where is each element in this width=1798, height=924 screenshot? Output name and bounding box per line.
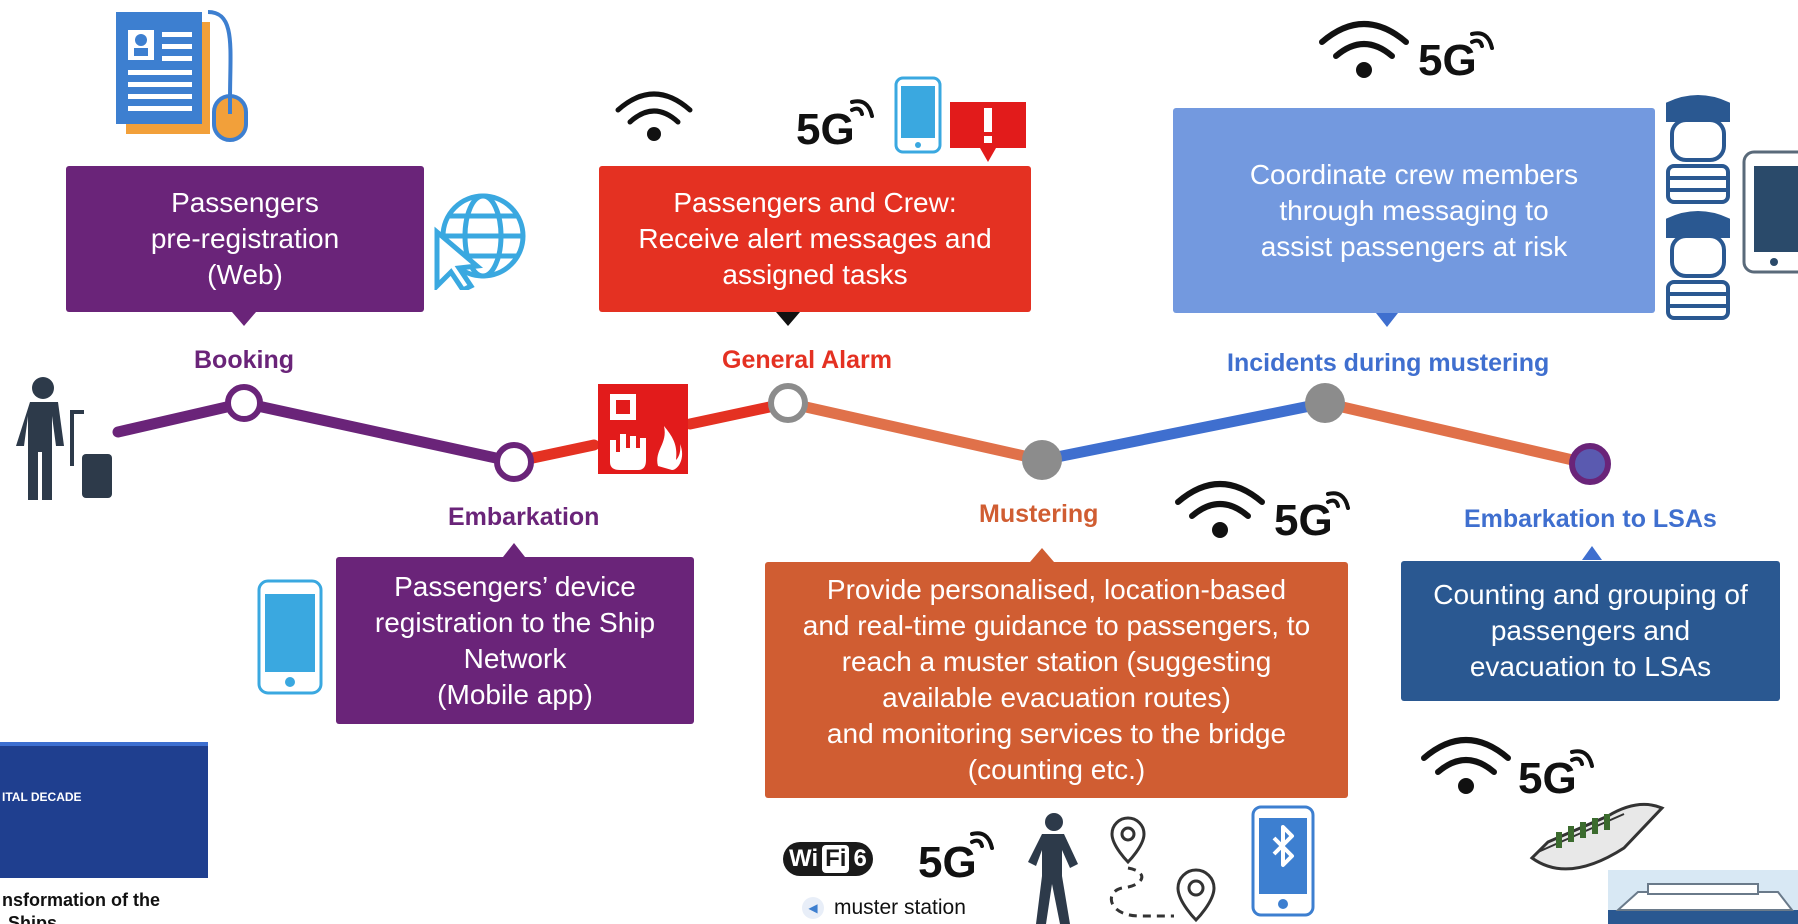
wifi6-six-text: 6 (853, 845, 867, 872)
box-guidance-line-1: Provide personalised, location-based (826, 574, 1287, 605)
box-device-registration-line-1: Passengers’ device (394, 570, 636, 602)
stage-label-incidents: Incidents during mustering (1227, 349, 1550, 377)
timeline-segment-embarkation (238, 397, 520, 468)
box-device-registration-line-3: Network (463, 642, 567, 674)
fiveg-signal-icon (850, 99, 874, 118)
bluetooth-phone-icon (1251, 805, 1315, 917)
pointer-alert (776, 312, 800, 326)
node-incidents (1305, 383, 1345, 423)
pointer-guidance (1030, 548, 1054, 562)
box-counting-line-2: passengers and (1490, 615, 1691, 646)
timeline-segment-lsa (1319, 397, 1596, 470)
timeline-segment-incidents (1036, 397, 1331, 466)
box-preregistration-line-1: Passengers (171, 187, 319, 218)
caption-line-2: Ships (8, 913, 58, 924)
wifi-icon-mustering (1175, 481, 1265, 538)
wifi6-wi-text: Wi (789, 845, 819, 872)
stage-label-general-alarm: General Alarm (722, 346, 892, 374)
box-guidance-line-6: (counting etc.) (967, 754, 1146, 785)
wifi-icon-lsa (1421, 737, 1511, 794)
fiveg-signal-icon-top (1470, 31, 1494, 50)
fiveg-label-mustering: 5G (1274, 496, 1333, 545)
fiveg-signal-icon-mustering (1326, 491, 1350, 510)
box-alert-line-3: assigned tasks (722, 259, 908, 290)
alert-message-icon (950, 102, 1026, 162)
node-mustering (1022, 440, 1062, 480)
fiveg-label-lsa: 5G (1518, 754, 1577, 803)
wifi6-fi-text: Fi (822, 845, 850, 873)
box-preregistration: Passengers pre-registration (Web) (66, 166, 424, 312)
pointer-device-registration (503, 543, 525, 557)
traveler-with-luggage-icon (16, 377, 112, 500)
cruise-ship-icon (1608, 870, 1798, 924)
banner: ITAL DECADE (0, 742, 208, 878)
pointer-counting (1582, 546, 1602, 560)
box-guidance-line-3: reach a muster station (suggesting (841, 646, 1272, 677)
node-embarkation (494, 442, 534, 482)
box-guidance-line-5: and monitoring services to the bridge (826, 718, 1287, 749)
crew-member-icon (1666, 95, 1730, 320)
box-device-registration-line-4: (Mobile app) (437, 678, 593, 710)
box-alert: Passengers and Crew: Receive alert messa… (599, 166, 1031, 312)
box-guidance-line-2: and real-time guidance to passengers, to (802, 610, 1311, 641)
stage-label-mustering: Mustering (979, 500, 1099, 528)
globe-cursor-icon (434, 193, 526, 290)
box-counting-line-3: evacuation to LSAs (1469, 651, 1712, 682)
node-booking (225, 384, 263, 422)
fiveg-signal-icon-bottom (970, 831, 994, 850)
speaker-icon: ◀ (802, 897, 824, 919)
document-mouse-icon (116, 10, 248, 142)
node-lsa (1569, 443, 1611, 485)
box-coordinate-line-2: through messaging to (1279, 194, 1549, 226)
stage-label-lsa: Embarkation to LSAs (1464, 505, 1717, 533)
box-counting-line-1: Counting and grouping of (1433, 579, 1748, 610)
box-alert-line-1: Passengers and Crew: (673, 187, 957, 218)
banner-text: ITAL DECADE (2, 790, 82, 804)
muster-station-row: ◀ muster station (802, 896, 966, 920)
box-counting: Counting and grouping of passengers and … (1401, 561, 1780, 701)
box-coordinate-line-3: assist passengers at risk (1260, 230, 1568, 262)
node-general-alarm (768, 383, 808, 423)
timeline-segment-mustering (782, 397, 1048, 466)
box-coordinate-line-1: Coordinate crew members (1249, 158, 1579, 190)
fiveg-label-bottom: 5G (918, 838, 977, 887)
fiveg-signal-icon-lsa (1570, 749, 1594, 768)
smartphone-icon-registration (257, 579, 323, 695)
smartphone-icon (894, 76, 942, 154)
box-alert-line-2: Receive alert messages and (638, 223, 992, 254)
walking-person-icon (1028, 813, 1078, 924)
box-guidance: Provide personalised, location-based and… (765, 562, 1348, 798)
pointer-coordinate (1376, 313, 1398, 327)
box-device-registration: Passengers’ device registration to the S… (336, 557, 694, 724)
wifi-icon (615, 91, 693, 141)
box-preregistration-line-2: pre-registration (150, 223, 340, 254)
box-coordinate: Coordinate crew members through messagin… (1173, 108, 1655, 313)
muster-station-label: muster station (834, 896, 966, 919)
lifeboat-icon (1529, 802, 1665, 871)
caption-line-1: nsformation of the (2, 890, 160, 910)
pointer-preregistration (232, 312, 256, 326)
tablet-icon (1742, 150, 1798, 274)
box-preregistration-line-3: (Web) (207, 259, 283, 290)
box-guidance-line-4: available evacuation routes) (882, 682, 1231, 713)
fire-alarm-icon (598, 384, 688, 474)
box-device-registration-line-2: registration to the Ship (374, 606, 656, 638)
stage-label-embarkation: Embarkation (448, 503, 600, 531)
route-pins-icon (1110, 816, 1216, 923)
fiveg-label-alarm: 5G (796, 105, 855, 154)
wifi-icon-top (1319, 21, 1409, 78)
timeline-segment-booking (112, 397, 250, 438)
fiveg-label-top: 5G (1418, 36, 1477, 85)
stage-label-booking: Booking (194, 346, 294, 374)
wifi6-badge: Wi Fi 6 (783, 842, 873, 876)
